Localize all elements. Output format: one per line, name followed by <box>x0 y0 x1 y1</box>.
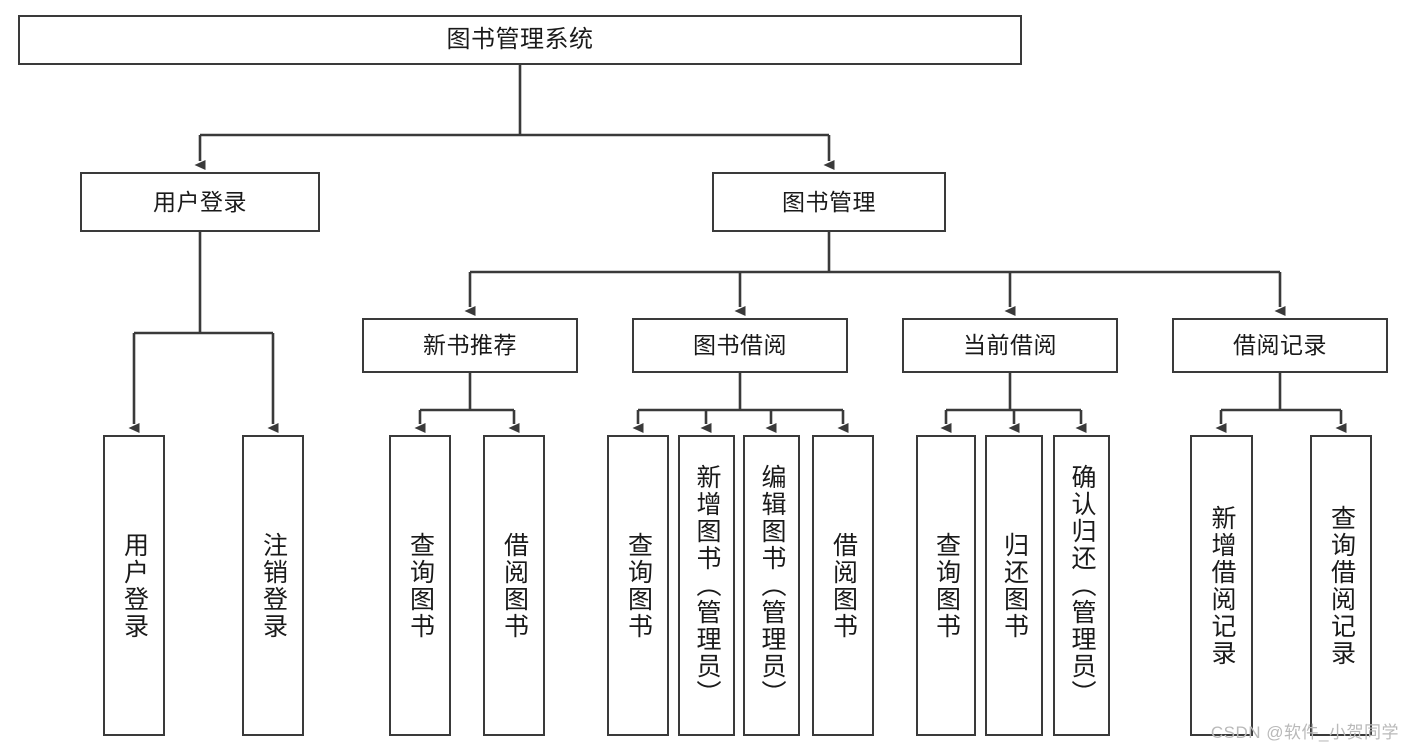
node-leaf-edit-book[interactable]: 编辑图书（管理员） <box>743 435 800 736</box>
node-book-manage[interactable]: 图书管理 <box>712 172 946 232</box>
node-leaf-add-book[interactable]: 新增图书（管理员） <box>678 435 735 736</box>
node-user-login-label: 用户登录 <box>153 188 247 215</box>
node-leaf-add-book-label: 新增图书（管理员） <box>693 464 721 707</box>
node-leaf-user-logout-label: 注销登录 <box>259 531 288 640</box>
node-leaf-borrow-book-label: 借阅图书 <box>829 531 858 640</box>
node-leaf-query-book-borrow[interactable]: 查询图书 <box>607 435 669 736</box>
node-leaf-query-book-recommend[interactable]: 查询图书 <box>389 435 451 736</box>
node-leaf-user-login-label: 用户登录 <box>120 531 149 640</box>
node-book-borrow[interactable]: 图书借阅 <box>632 318 848 373</box>
node-leaf-query-borrow-record[interactable]: 查询借阅记录 <box>1310 435 1372 736</box>
node-leaf-add-borrow-record[interactable]: 新增借阅记录 <box>1190 435 1253 736</box>
node-new-book-recommend-label: 新书推荐 <box>423 332 517 359</box>
node-leaf-borrow-book-recommend-label: 借阅图书 <box>500 531 529 640</box>
node-book-borrow-label: 图书借阅 <box>693 332 787 359</box>
node-borrow-record-label: 借阅记录 <box>1233 332 1327 359</box>
node-leaf-query-borrow-record-label: 查询借阅记录 <box>1327 504 1356 667</box>
node-leaf-return-book-label: 归还图书 <box>1000 531 1029 640</box>
node-leaf-query-book-borrow-label: 查询图书 <box>624 531 653 640</box>
node-borrow-record[interactable]: 借阅记录 <box>1172 318 1388 373</box>
node-leaf-edit-book-label: 编辑图书（管理员） <box>758 464 786 707</box>
node-leaf-add-borrow-record-label: 新增借阅记录 <box>1208 504 1236 667</box>
node-leaf-user-logout[interactable]: 注销登录 <box>242 435 304 736</box>
node-leaf-return-book[interactable]: 归还图书 <box>985 435 1043 736</box>
node-leaf-confirm-return[interactable]: 确认归还（管理员） <box>1053 435 1110 736</box>
node-book-manage-label: 图书管理 <box>782 188 876 215</box>
node-new-book-recommend[interactable]: 新书推荐 <box>362 318 578 373</box>
node-leaf-user-login[interactable]: 用户登录 <box>103 435 165 736</box>
node-current-borrow[interactable]: 当前借阅 <box>902 318 1118 373</box>
node-leaf-query-book-recommend-label: 查询图书 <box>406 531 435 640</box>
node-leaf-query-book-current-label: 查询图书 <box>932 531 961 640</box>
node-root[interactable]: 图书管理系统 <box>18 15 1022 65</box>
node-leaf-query-book-current[interactable]: 查询图书 <box>916 435 976 736</box>
node-leaf-confirm-return-label: 确认归还（管理员） <box>1068 464 1096 707</box>
node-current-borrow-label: 当前借阅 <box>963 332 1057 359</box>
node-leaf-borrow-book[interactable]: 借阅图书 <box>812 435 874 736</box>
watermark: CSDN @软件_小贺同学 <box>1210 723 1399 742</box>
node-leaf-borrow-book-recommend[interactable]: 借阅图书 <box>483 435 545 736</box>
node-user-login[interactable]: 用户登录 <box>80 172 320 232</box>
node-root-label: 图书管理系统 <box>446 26 594 54</box>
